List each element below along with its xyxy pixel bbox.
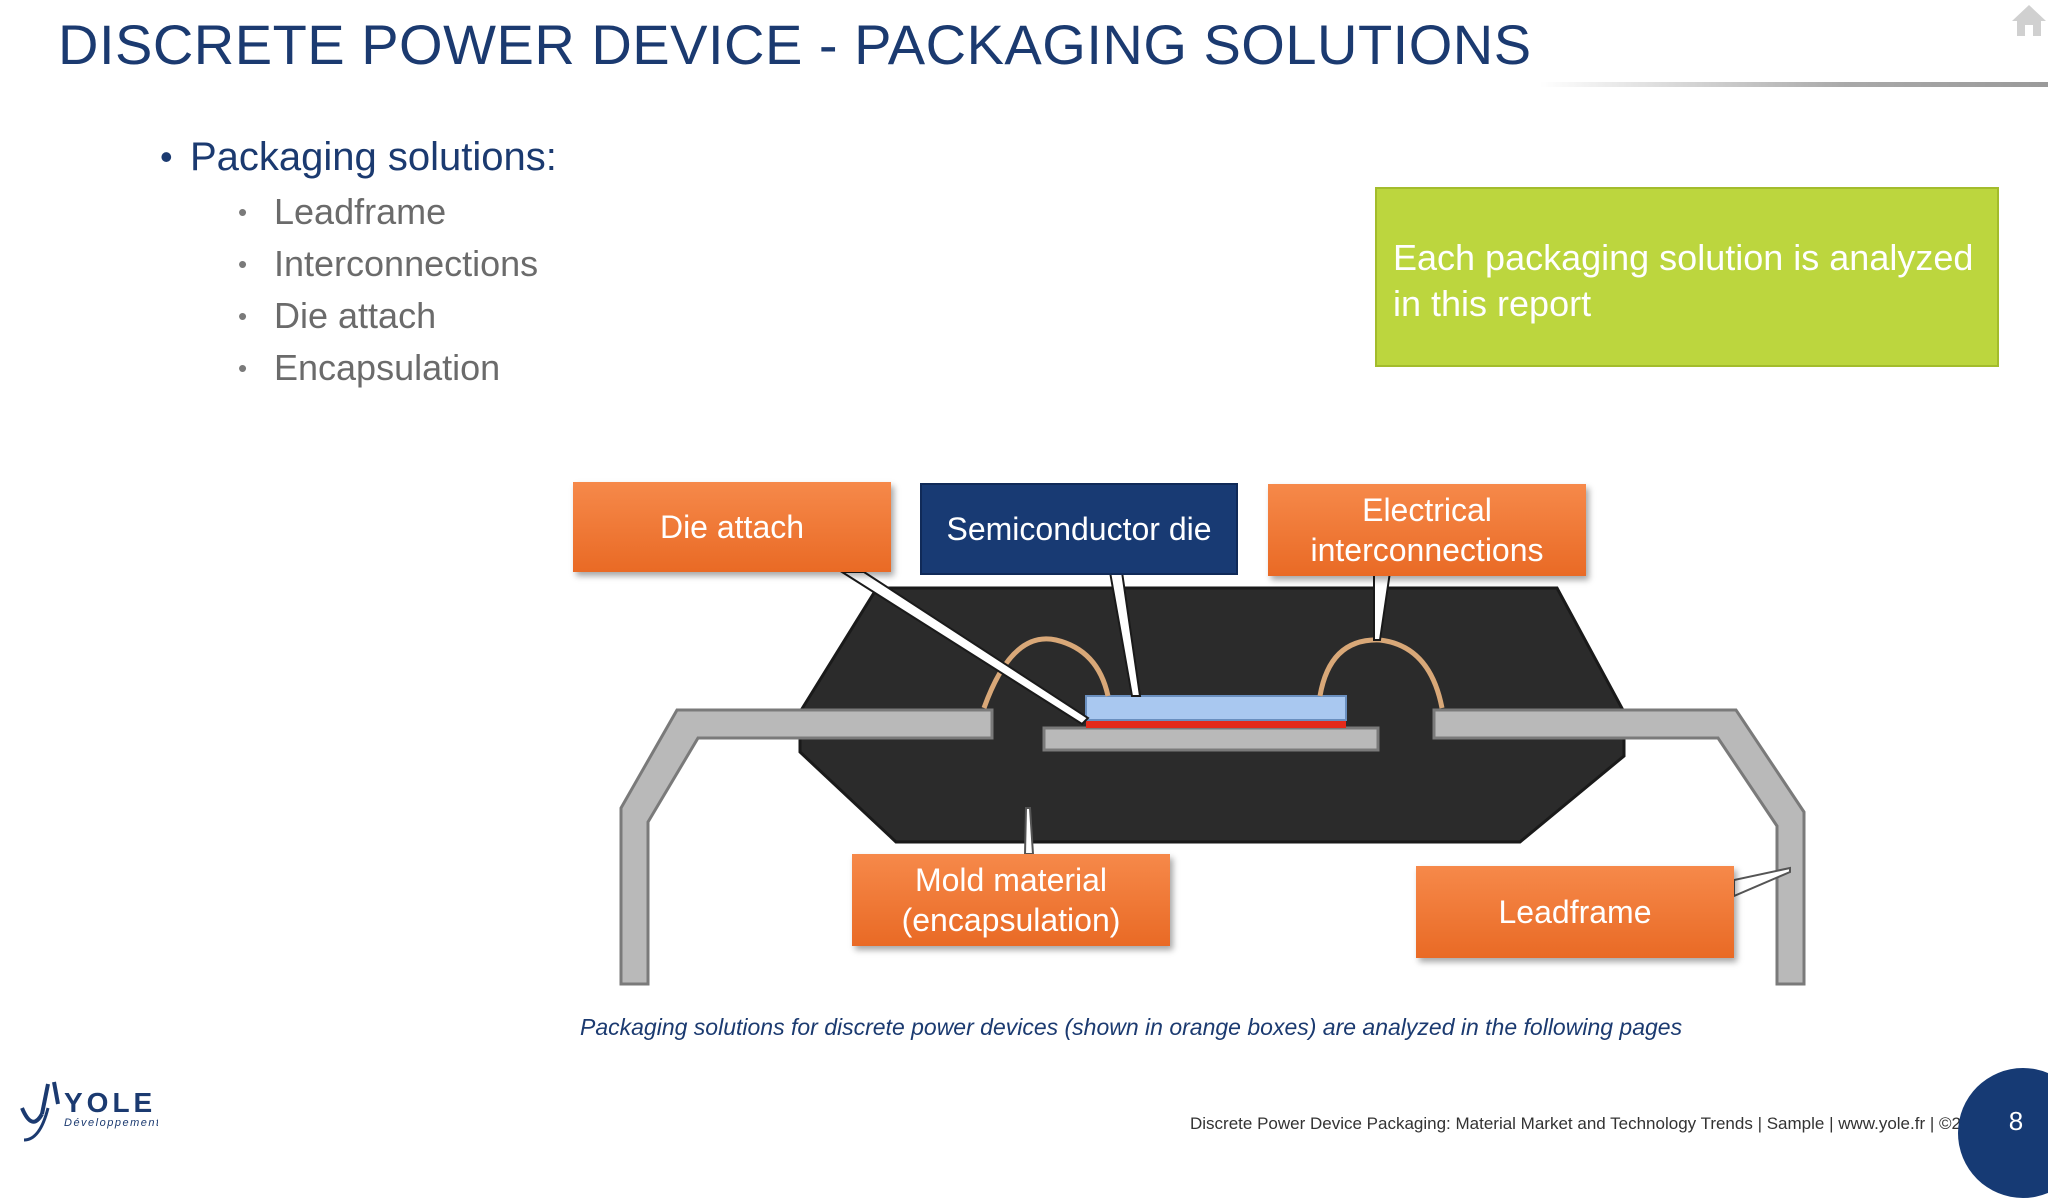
label-semiconductor-die: Semiconductor die: [920, 483, 1238, 575]
footer-text: Discrete Power Device Packaging: Materia…: [1190, 1114, 1990, 1133]
label-electrical-interconnections-line2: interconnections: [1310, 532, 1544, 568]
home-icon[interactable]: [2010, 2, 2048, 38]
sub-bullet-label: Leadframe: [274, 191, 447, 232]
label-mold-material-line1: Mold material: [914, 862, 1108, 898]
page-number: 8: [2008, 1106, 2024, 1136]
logo-bottom-text: Développement: [64, 1117, 158, 1129]
page-title: DISCRETE POWER DEVICE - PACKAGING SOLUTI…: [58, 13, 1532, 76]
bullet-main: • Packaging solutions:: [160, 128, 557, 186]
sub-bullet-label: Encapsulation: [274, 347, 501, 388]
pointer-die-attach: [838, 571, 1090, 726]
sub-bullet-label: Die attach: [274, 295, 437, 336]
sub-bullet-interconnections: • Interconnections: [238, 238, 557, 290]
label-leadframe: Leadframe: [1416, 866, 1734, 958]
bullet-dot: •: [238, 300, 248, 331]
label-die-attach-text: Die attach: [659, 509, 805, 545]
leadframe-left: [619, 708, 994, 986]
leadframe-right: [1432, 708, 1806, 986]
sub-bullet-die-attach: • Die attach: [238, 290, 557, 342]
bullet-list: • Packaging solutions: • Leadframe • Int…: [160, 128, 557, 394]
die-pad: [1042, 726, 1380, 752]
die-attach-layer: [1086, 720, 1346, 728]
bullet-dot: •: [238, 248, 248, 279]
logo-top-text: YOLE: [64, 1087, 156, 1118]
label-mold-material: Mold material (encapsulation): [852, 854, 1170, 946]
bullet-dot: •: [160, 136, 173, 177]
callout-box: Each packaging solution is analyzed in t…: [1375, 187, 1999, 367]
yole-logo: YOLE Développement: [20, 1081, 158, 1142]
bullet-main-label: Packaging solutions:: [190, 134, 557, 179]
label-mold-material-line2: (encapsulation): [901, 902, 1121, 938]
title-underline: [1540, 82, 2048, 87]
package-diagram: [619, 571, 1806, 986]
diagram-caption: Packaging solutions for discrete power d…: [580, 1014, 1683, 1040]
semiconductor-die: [1085, 695, 1347, 721]
label-leadframe-text: Leadframe: [1498, 894, 1652, 930]
label-electrical-interconnections: Electrical interconnections: [1268, 484, 1586, 576]
label-electrical-interconnections-line1: Electrical: [1362, 492, 1492, 528]
sub-bullet-leadframe: • Leadframe: [238, 186, 557, 238]
label-die-attach: Die attach: [573, 482, 891, 572]
bullet-dot: •: [238, 196, 248, 227]
pointer-leadframe: [1733, 866, 1791, 898]
bullet-dot: •: [238, 352, 248, 383]
sub-bullet-encapsulation: • Encapsulation: [238, 342, 557, 394]
sub-bullet-label: Interconnections: [274, 243, 539, 284]
label-semiconductor-die-text: Semiconductor die: [946, 511, 1212, 547]
